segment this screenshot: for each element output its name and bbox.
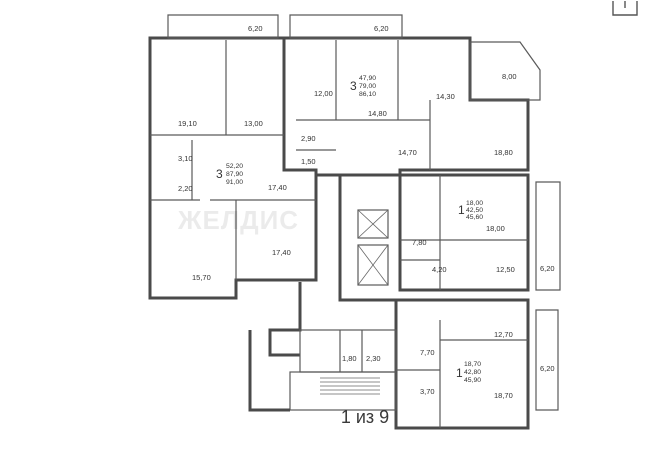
apartment-total-area-2: 45,60 xyxy=(466,214,483,221)
apartment-total-area: 42,50 xyxy=(466,207,483,214)
room-area: 7,70 xyxy=(420,348,435,357)
room-area: 8,00 xyxy=(502,72,517,81)
apartment-top[interactable] xyxy=(282,14,541,177)
loggia-top-right xyxy=(469,41,541,101)
apartment-rooms-count: 1 xyxy=(456,366,463,380)
room-area: 6,20 xyxy=(540,364,555,373)
apartment-total-area-2: 86,10 xyxy=(359,91,376,98)
room-area: 2,20 xyxy=(178,184,193,193)
room-area: 4,20 xyxy=(432,265,447,274)
stairs xyxy=(320,377,380,395)
room-area: 12,50 xyxy=(496,265,515,274)
fullscreen-icon[interactable] xyxy=(612,0,638,16)
room-area: 12,00 xyxy=(314,89,333,98)
page-indicator[interactable]: 1 из 9 xyxy=(340,407,390,427)
room-area: 18,70 xyxy=(494,391,513,400)
watermark: ЖЕЛДИС xyxy=(178,205,300,235)
apartment-green[interactable] xyxy=(398,173,561,292)
apartment-living-area: 18,70 xyxy=(464,361,481,368)
room-area: 14,70 xyxy=(398,148,417,157)
apartment-total-area-2: 91,00 xyxy=(226,179,243,186)
room-area: 6,20 xyxy=(374,24,389,33)
apartment-left[interactable] xyxy=(148,14,318,300)
room-area: 13,00 xyxy=(244,119,263,128)
room-area: 15,70 xyxy=(192,273,211,282)
room-area: 6,20 xyxy=(248,24,263,33)
apartment-rooms-count: 1 xyxy=(458,203,465,217)
room-area: 2,90 xyxy=(301,134,316,143)
apartment-total-area: 42,80 xyxy=(464,369,481,376)
loggia-left xyxy=(167,14,279,39)
room-area: 14,80 xyxy=(368,109,387,118)
room-area: 1,50 xyxy=(301,157,316,166)
room-area: 19,10 xyxy=(178,119,197,128)
apartment-living-area: 47,90 xyxy=(359,75,376,82)
apartment-rooms-count: 3 xyxy=(216,167,223,181)
apartment-total-area: 79,00 xyxy=(359,83,376,90)
apartment-living-area: 18,00 xyxy=(466,200,483,207)
room-area: 18,00 xyxy=(486,224,505,233)
apartment-green-fill xyxy=(398,173,530,292)
room-area: 6,20 xyxy=(540,264,555,273)
apartment-total-area: 87,90 xyxy=(226,171,243,178)
apartment-rooms-count: 3 xyxy=(350,79,357,93)
room-area: 3,70 xyxy=(420,387,435,396)
room-area: 2,30 xyxy=(366,354,381,363)
room-area: 18,80 xyxy=(494,148,513,157)
common-area xyxy=(248,173,397,412)
room-area: 17,40 xyxy=(268,183,287,192)
room-area: 17,40 xyxy=(272,248,291,257)
room-area: 14,30 xyxy=(436,92,455,101)
room-area: 7,80 xyxy=(412,238,427,247)
loggia-top xyxy=(289,14,403,39)
apartment-total-area-2: 45,90 xyxy=(464,377,481,384)
room-area: 12,70 xyxy=(494,330,513,339)
apartment-living-area: 52,20 xyxy=(226,163,243,170)
loggia-purple xyxy=(535,309,559,411)
room-area: 3,10 xyxy=(178,154,193,163)
partitions xyxy=(150,40,528,428)
room-area: 1,80 xyxy=(342,354,357,363)
loggia-green xyxy=(535,181,561,291)
